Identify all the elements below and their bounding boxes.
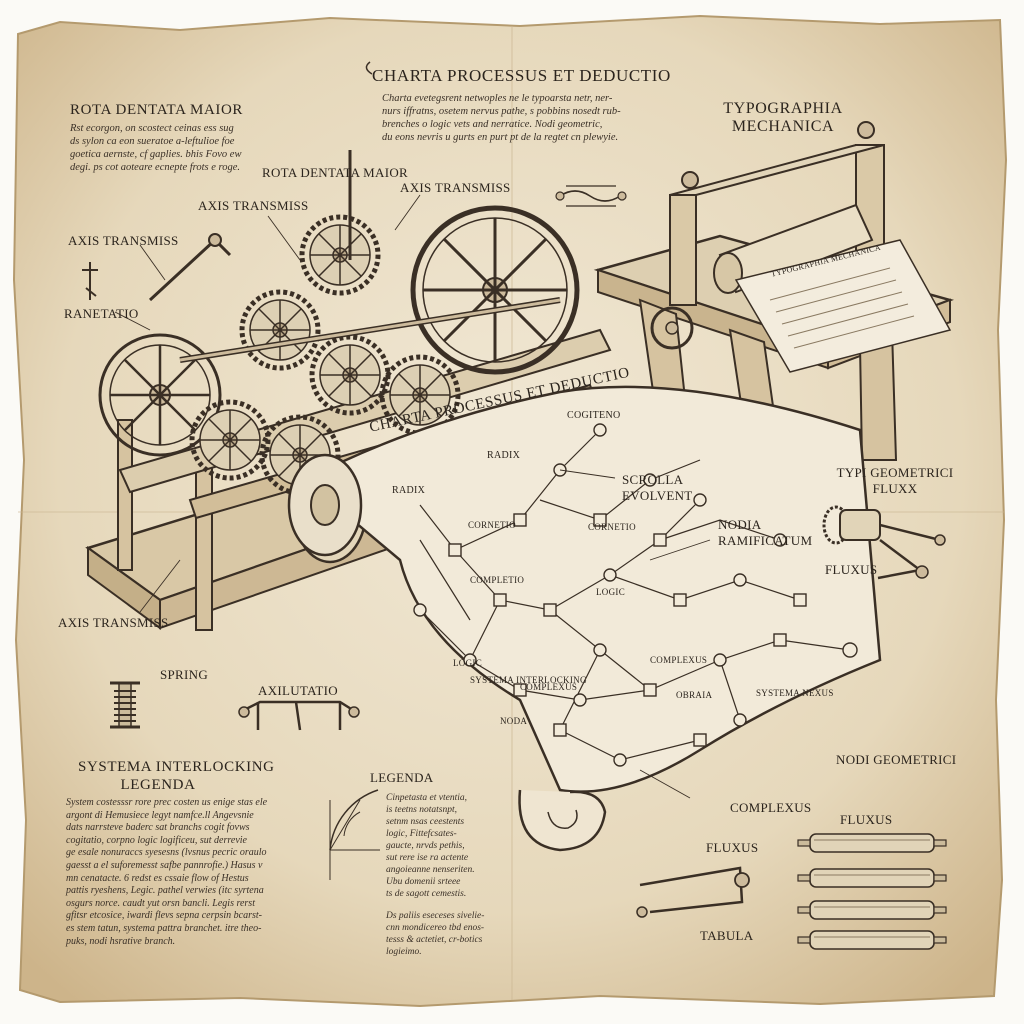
systema-line: gfitsr etcosice, iwardi flevs sepna cerp… (66, 910, 262, 922)
label-tabula: TABULA (700, 928, 754, 943)
legenda-line: logic, Fittefcsates- (386, 829, 457, 839)
systema-line: cogitatio, corpno logic logificeu, sut d… (66, 834, 247, 846)
scroll-label: NODA (500, 716, 528, 726)
legenda-line: gaucte, nrvds pethis, (386, 841, 465, 851)
scroll-label: COGITENO (567, 410, 621, 421)
axilutatio-bracket (239, 700, 357, 731)
legenda-line: angoieanne nenseriten. (386, 865, 475, 875)
label-axis-transmiss-top: AXIS TRANSMISS (400, 180, 511, 195)
label-axis-transmiss-left: AXIS TRANSMISS (68, 233, 179, 248)
scroll-label: COMPLETIO (470, 575, 525, 585)
label-fluxus-right: FLUXUS (840, 812, 893, 827)
typographia-title: TYPOGRAPHIA MECHANICA (718, 100, 848, 136)
top-left-line: degi. ps cot aoteare ecnepte frots e rog… (70, 162, 240, 173)
systema-line: ge esale nonuraccs syesesns (lvsnus pecr… (66, 847, 267, 859)
coil-spring-small (555, 185, 627, 207)
label-ranetatio: RANETATIO (64, 306, 139, 321)
scroll-label: RADIX (392, 485, 426, 496)
legenda-line: tesss & actetiet, cr-botics (386, 935, 483, 945)
label-axis-transmiss-bottom: AXIS TRANSMISS (58, 615, 169, 630)
top-left-line: goetica aernste, cf gaplies. bhis Fovo e… (70, 149, 242, 160)
header-line: nurs iffratns, osetem nervus pathe, s po… (382, 106, 621, 117)
label-axis-transmiss-upper: AXIS TRANSMISS (198, 198, 309, 213)
top-left-paragraph: Rst ecorgon, on scostect ceinas ess sug … (70, 122, 275, 174)
systema-line: es stem tatun, systema pattra branchet. … (66, 922, 262, 934)
header-line: du eons nevris u gurts en purt pt de la … (382, 132, 619, 143)
systema-line: gaesst a el suforemesst safbe pannrofie.… (66, 859, 263, 871)
pointer-lines (114, 185, 711, 799)
legenda-spacer (386, 900, 516, 910)
top-left-line: Rst ecorgon, on scostect ceinas ess sug (70, 123, 234, 134)
label-fluxus-center: FLUXUS (706, 840, 759, 855)
top-left-line: ds sylon ca eon sueratoe a-leftulioe foe (70, 136, 235, 147)
legenda-line: Cinpetasta et vtentia, (386, 793, 468, 803)
systema-paragraph: System costesssr rore prec costen us eni… (66, 797, 306, 948)
legenda-line: cnn mondicereo tbd enos- (386, 923, 485, 933)
legenda-line: is teetns notatsnpt, (386, 805, 457, 815)
label-nodia-ramificatum: NODIA RAMIFICATUM (718, 517, 812, 549)
scroll-label: CORNETIO (468, 520, 516, 530)
typographia-title-line: TYPOGRAPHIA (723, 100, 843, 117)
legenda-line: Ds paliis eseceses sivelie- (386, 911, 485, 921)
label-line: EVOLVENT (622, 488, 693, 503)
scroll-label: COMPLEXUS (520, 682, 578, 692)
legenda-line: Ubu domenii srteee (386, 877, 461, 887)
systema-line: dats narrsteve baderc sat branchs cogit … (66, 822, 250, 834)
printed-sheet (734, 239, 952, 373)
legenda-paragraph: Cinpetasta et vtentia, is teetns notatsn… (386, 792, 516, 958)
header-paragraph: Charta evetegsrent netwoples ne le typoa… (382, 92, 682, 144)
legenda-arc-diagram (329, 789, 380, 880)
label-line: NODIA (718, 517, 762, 532)
systema-title-line: LEGENDA (120, 777, 196, 793)
scroll-label: RADIX (487, 450, 521, 461)
scroll-label: SYSTEMA NEXUS (756, 688, 834, 698)
typographia-title-line: MECHANICA (731, 118, 835, 135)
label-line: RAMIFICATUM (718, 533, 813, 548)
network-nodes (413, 423, 858, 767)
label-fluxus-mid: FLUXUS (825, 562, 878, 577)
label-line: TYPI GEOMETRICI (836, 465, 954, 480)
legenda-line: ts de sagott cemestis. (386, 889, 467, 899)
scroll-label: CORNETIO (588, 522, 636, 532)
label-complexus: COMPLEXUS (730, 800, 812, 815)
systema-title-line: SYSTEMA INTERLOCKING (78, 759, 275, 775)
label-nodi-geometrici: NODI GEOMETRICI (836, 752, 957, 767)
printing-press (593, 121, 955, 461)
top-left-title: ROTA DENTATA MAIOR (70, 102, 244, 118)
legenda-line: setnm nsas ceestents (386, 817, 465, 827)
label-spring: SPRING (160, 667, 209, 682)
typi-geometrici-mechanism (822, 505, 946, 580)
label-line: FLUXX (872, 481, 918, 496)
legenda-title: LEGENDA (370, 770, 434, 785)
label-rota-dentata: ROTA DENTATA MAIOR (262, 165, 409, 180)
systema-line: osgurs norce. caudt yut orsn bancli. Leg… (66, 897, 255, 909)
label-axilutatio: AXILUTATIO (258, 683, 338, 698)
systema-title: SYSTEMA INTERLOCKING LEGENDA (78, 758, 275, 794)
legenda-line: logieimo. (386, 947, 422, 957)
label-line: SCROLLA (622, 472, 684, 487)
systema-line: argont di Hemusiece legyt namfce.ll Ange… (66, 809, 254, 821)
header-line: brenches o logic vets and nerratice. Nod… (382, 119, 603, 130)
header-line: Charta evetegsrent netwoples ne le typoa… (382, 93, 613, 104)
scroll-label: LOGIC (453, 658, 482, 668)
systema-line: pattis ryeshens, Legic. pathel verwies (… (66, 885, 264, 897)
ranetatio-lever (82, 262, 98, 300)
unrolled-scroll (287, 385, 882, 852)
scroll-label: LOGIC (596, 587, 625, 597)
systema-line: puks, nodi hsrative branch. (66, 935, 176, 947)
scroll-label: SYSTEMA INTERLOCKING (470, 675, 587, 685)
label-scrolla-evolvent: SCROLLA EVOLVENT (622, 472, 693, 504)
scroll-label: OBRAIA (676, 690, 713, 700)
systema-line: mn cenatacte. 6 redst es cssaie flow of … (66, 872, 249, 884)
label-typi-geometrici: TYPI GEOMETRICI FLUXX (835, 465, 955, 497)
scroll-label: COMPLEXUS (650, 655, 708, 665)
legenda-line: sut rere ise ra actente (386, 853, 469, 863)
systema-line: System costesssr rore prec costen us eni… (66, 797, 268, 808)
header-title: CHARTA PROCESSUS ET DEDUCTIO (372, 66, 671, 85)
